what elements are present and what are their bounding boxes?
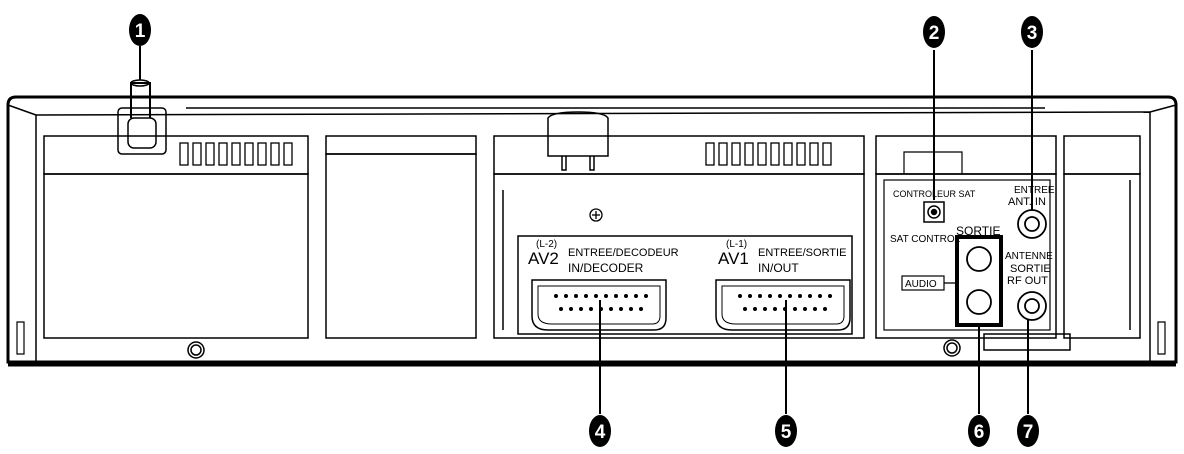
vent-slots-right <box>705 142 832 166</box>
antenne-label: ANTENNE <box>1005 251 1053 262</box>
rf-out-jack <box>1017 291 1047 321</box>
av1-line2-label: IN/OUT <box>758 261 799 275</box>
ant-in-label: ANT. IN <box>1008 196 1046 208</box>
av2-sub-label: (L-2) <box>536 239 557 250</box>
phillips-screw-icon <box>589 208 603 222</box>
av1-line1-label: ENTREE/SORTIE <box>758 247 846 259</box>
callout-4-number: 4 <box>595 422 606 443</box>
av2-label: AV2 <box>528 249 559 268</box>
sat-control-en-label: SAT CONTROL <box>890 234 961 245</box>
callout-5-number: 5 <box>781 422 792 443</box>
callout-7: 7 <box>1017 415 1039 447</box>
audio-label-box <box>901 275 945 291</box>
sortie-rf-label: SORTIE <box>1010 263 1051 275</box>
callout-4: 4 <box>589 415 611 447</box>
rf-out-label: RF OUT <box>1007 275 1048 287</box>
callout-3: 3 <box>1021 16 1043 48</box>
entree-label: ENTREE <box>1014 185 1055 196</box>
av2-scart-connector <box>531 279 667 331</box>
sortie-label: SORTIE <box>956 224 1000 238</box>
callout-5: 5 <box>775 415 797 447</box>
av1-scart-connector <box>715 279 851 331</box>
top-vent-strip <box>43 135 1141 175</box>
callout-6-number: 6 <box>974 422 985 443</box>
out-label-clip: OUT <box>967 236 991 248</box>
leader-lines <box>139 46 1033 414</box>
audio-label: AUDIO <box>905 279 937 290</box>
callout-2: 2 <box>923 16 945 48</box>
out-label: OUT <box>967 236 991 248</box>
vent-slots-left <box>179 142 293 166</box>
scart-plate <box>517 235 853 335</box>
screw-right <box>943 339 961 357</box>
screw-left <box>187 341 205 359</box>
av1-label: AV1 <box>718 249 749 268</box>
callout-7-number: 7 <box>1023 422 1034 443</box>
callout-6: 6 <box>968 415 990 447</box>
lower-panels <box>43 153 1141 351</box>
callout-1: 1 <box>129 14 151 46</box>
callout-1-number: 1 <box>135 21 146 42</box>
av2-line2-label: IN/DECODER <box>568 261 644 275</box>
audio-out-jacks <box>944 235 1003 327</box>
callout-2-number: 2 <box>929 23 940 44</box>
av1-sub-label: (L-1) <box>726 239 747 250</box>
center-clip <box>547 111 609 171</box>
sat-control-jack <box>923 201 945 223</box>
av2-line1-label: ENTREE/DECODEUR <box>568 247 679 259</box>
antenna-in-jack <box>1017 209 1047 239</box>
callout-3-number: 3 <box>1027 23 1038 44</box>
power-cord <box>117 79 167 155</box>
chassis <box>6 95 1178 367</box>
